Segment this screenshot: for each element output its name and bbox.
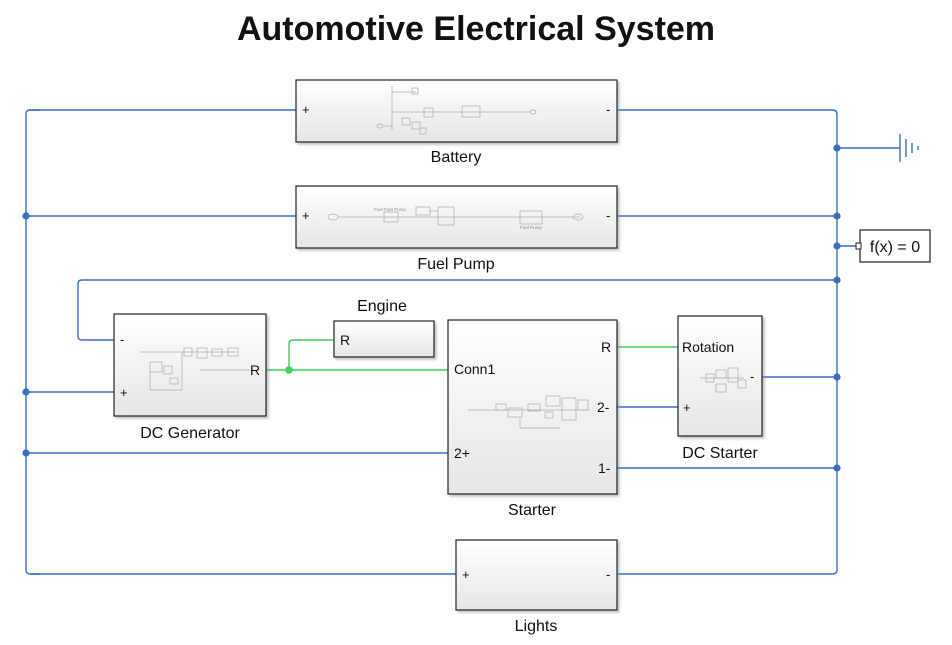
lights-plus-port: + — [462, 567, 470, 582]
mechanical-wires — [266, 339, 678, 371]
engine-r-port: R — [340, 332, 350, 348]
solver-label: f(x) = 0 — [870, 239, 920, 256]
dc-generator-name: DC Generator — [140, 425, 240, 442]
mechanical-junction — [285, 366, 293, 374]
wire-left-bus[interactable] — [25, 109, 40, 575]
fuel-pump-thumbnail — [327, 206, 584, 226]
battery-thumbnail — [376, 86, 537, 135]
wire-generator-minus[interactable] — [77, 279, 837, 341]
lights-block[interactable]: + - Lights — [455, 539, 618, 635]
lights-name: Lights — [515, 618, 558, 635]
dc-starter-minus-port: - — [750, 369, 754, 384]
starter-block[interactable]: Conn1 R 2+ 2- 1- Starter — [447, 319, 618, 519]
dc-generator-block[interactable]: - + R DC Generator — [113, 313, 267, 442]
diagram-title: Automotive Electrical System — [236, 10, 716, 48]
fuel-pump-inner-label-1: Fuel Fuel Pump — [374, 207, 406, 212]
electrical-reference-icon[interactable] — [899, 134, 919, 162]
starter-thumbnail — [468, 395, 590, 429]
dc-generator-minus-port: - — [120, 332, 124, 347]
battery-name: Battery — [431, 149, 482, 166]
fuel-pump-block[interactable]: + - Fuel Fuel Pump Fuel Pump Fuel Pump — [295, 185, 618, 273]
starter-1minus-port: 1- — [598, 460, 611, 476]
fuel-pump-inner-label-2: Fuel Pump — [520, 225, 542, 230]
electrical-wires — [25, 109, 900, 575]
dc-generator-r-port: R — [250, 362, 260, 378]
battery-block[interactable]: + - Battery — [295, 79, 618, 166]
dc-generator-plus-port: + — [120, 385, 128, 400]
fuel-pump-plus-port: + — [302, 208, 310, 223]
wire-junctions — [22, 144, 841, 472]
starter-conn1-port: Conn1 — [454, 361, 495, 377]
dc-starter-thumbnail — [700, 367, 747, 393]
engine-name: Engine — [357, 298, 407, 315]
dc-starter-rotation-port: Rotation — [682, 339, 734, 355]
fuel-pump-minus-port: - — [606, 208, 610, 223]
fuel-pump-name: Fuel Pump — [417, 256, 494, 273]
starter-2minus-port: 2- — [597, 399, 610, 415]
lights-minus-port: - — [606, 567, 610, 582]
dc-starter-block[interactable]: Rotation + - DC Starter — [677, 315, 763, 462]
solver-configuration-block[interactable]: f(x) = 0 — [855, 229, 931, 263]
dc-generator-thumbnail — [140, 347, 250, 391]
wire-engine-r[interactable] — [288, 339, 334, 370]
wire-right-bus[interactable] — [617, 109, 838, 575]
dc-starter-name: DC Starter — [682, 445, 758, 462]
battery-minus-port: - — [606, 102, 610, 117]
battery-plus-port: + — [302, 102, 310, 117]
starter-name: Starter — [508, 502, 557, 519]
dc-starter-plus-port: + — [683, 400, 691, 415]
starter-r-port: R — [601, 339, 611, 355]
starter-2plus-port: 2+ — [454, 445, 470, 461]
engine-block[interactable]: R Engine — [333, 298, 435, 358]
